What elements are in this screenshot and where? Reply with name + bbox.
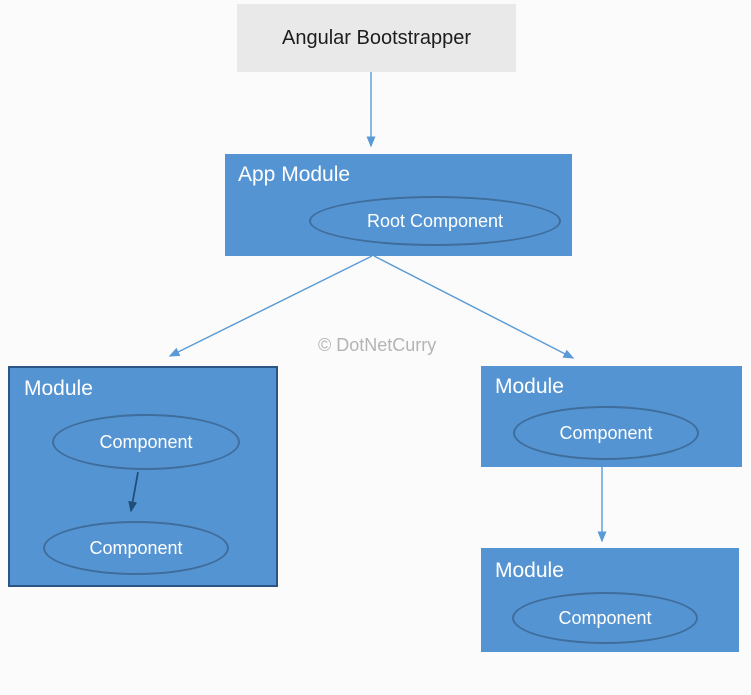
- bootstrapper-label: Angular Bootstrapper: [281, 26, 471, 49]
- module-right-top-component-ellipse: Component: [513, 406, 699, 460]
- module-left-component-top-label: Component: [99, 431, 193, 452]
- module-right-top-label: Module: [495, 375, 564, 398]
- module-left-box: Module Component Component: [8, 366, 278, 587]
- app-module-box: App Module Root Component: [225, 154, 572, 256]
- watermark-text: © DotNetCurry: [318, 335, 437, 355]
- module-right-bottom-component-label: Component: [558, 607, 652, 628]
- module-right-bottom-label: Module: [495, 559, 564, 582]
- module-right-bottom-component-ellipse: Component: [512, 592, 698, 644]
- module-right-top-box: Module Component: [481, 366, 742, 467]
- app-module-label: App Module: [238, 163, 351, 186]
- module-left-component-top-ellipse: Component: [52, 414, 240, 470]
- bootstrapper-box: Angular Bootstrapper: [237, 4, 516, 72]
- module-left-label: Module: [24, 377, 93, 400]
- root-component-ellipse: Root Component: [309, 196, 561, 246]
- module-right-top-component-label: Component: [559, 422, 653, 443]
- root-component-label: Root Component: [366, 210, 504, 231]
- module-left-component-bottom-ellipse: Component: [43, 521, 229, 575]
- module-right-bottom-box: Module Component: [481, 548, 739, 652]
- module-left-component-bottom-label: Component: [89, 537, 183, 558]
